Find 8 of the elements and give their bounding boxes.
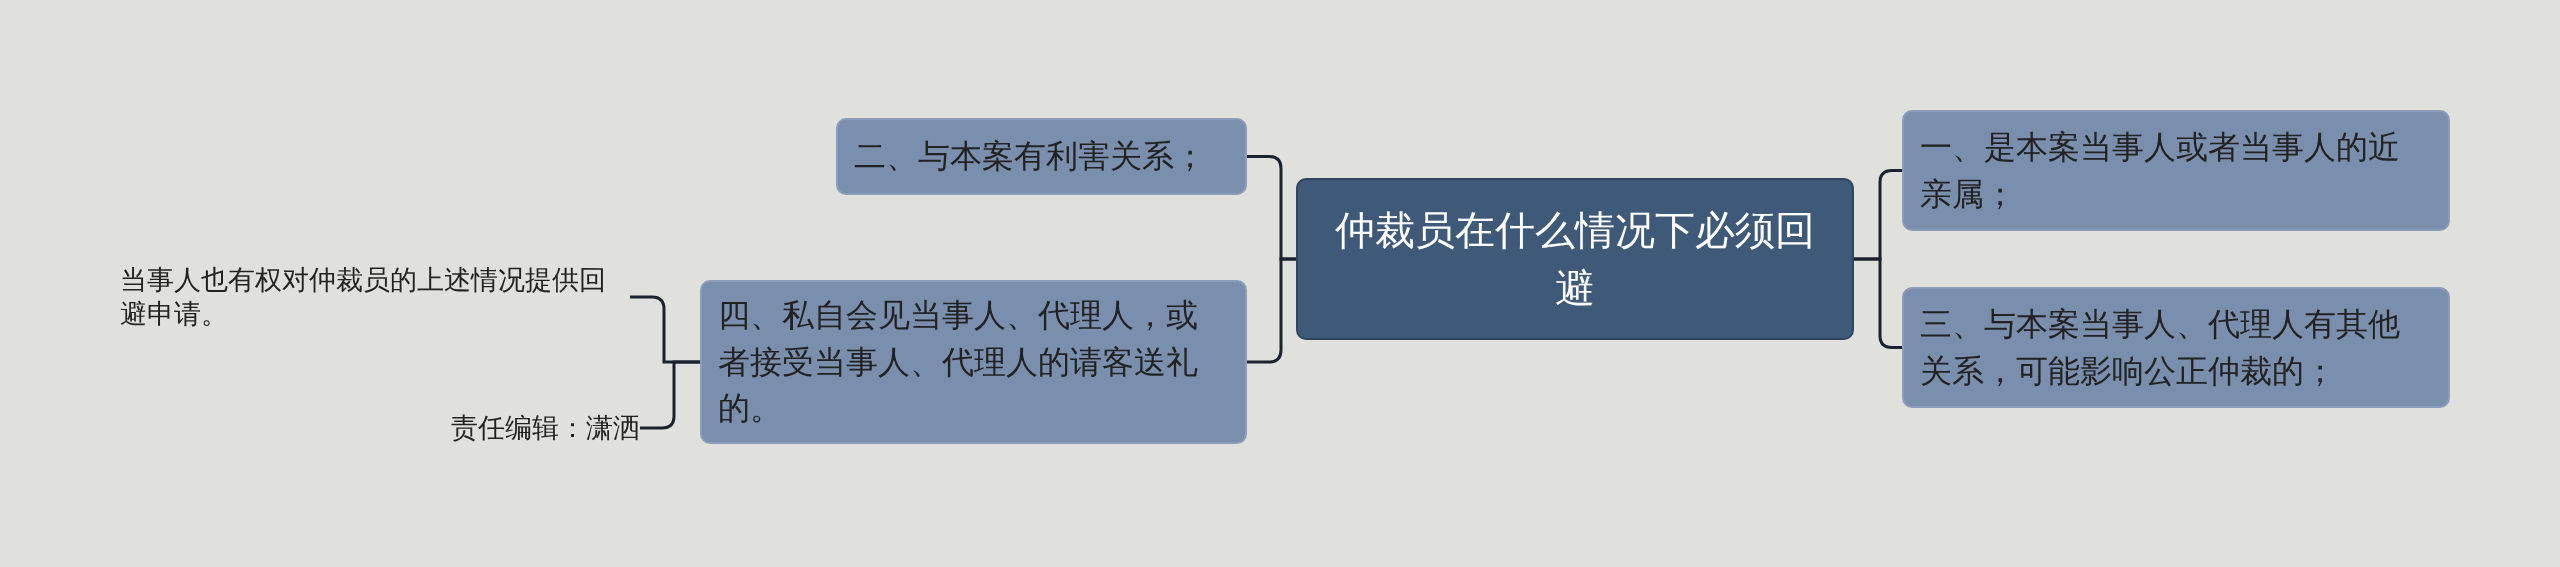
subtopic-box: 一、是本案当事人或者当事人的近亲属；	[1902, 110, 2450, 231]
topic-box: 仲裁员在什么情况下必须回避	[1296, 178, 1854, 340]
connector-line	[1854, 257, 1902, 349]
subtopic-box: 四、私自会见当事人、代理人，或者接受当事人、代理人的请客送礼的。	[700, 280, 1247, 444]
note-text: 当事人也有权对仲裁员的上述情况提供回避申请。	[120, 262, 630, 332]
subtopic-box: 三、与本案当事人、代理人有其他关系，可能影响公正仲裁的；	[1902, 287, 2450, 408]
subtopic-box: 二、与本案有利害关系；	[836, 118, 1247, 195]
note-text: 责任编辑：潇洒	[440, 408, 640, 448]
